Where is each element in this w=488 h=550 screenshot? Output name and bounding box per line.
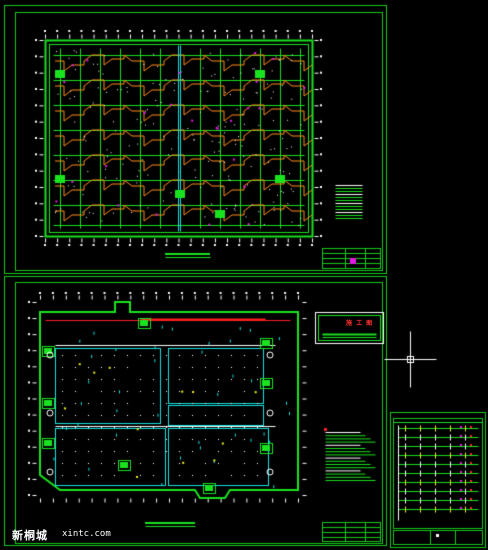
- watermark-url: xintc.com: [62, 529, 111, 539]
- watermark-logo: 新桐城: [12, 529, 48, 542]
- stamp-label: 施 工 图: [346, 320, 374, 327]
